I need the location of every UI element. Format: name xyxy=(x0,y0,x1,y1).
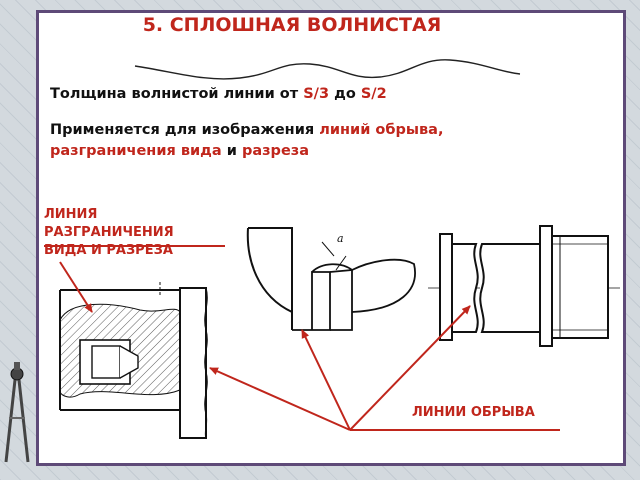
wavy-line-sample xyxy=(134,59,521,80)
compass-icon xyxy=(4,362,30,463)
usage-conj: и xyxy=(226,143,237,159)
right-part-drawing xyxy=(428,225,622,347)
thickness-prefix: Толщина волнистой линии от xyxy=(50,86,299,102)
thickness-middle: до xyxy=(334,86,356,102)
drawing-mark-a: a xyxy=(337,232,344,245)
boundary-label-line1: ЛИНИЯ xyxy=(44,207,98,222)
break-lines-label: ЛИНИИ ОБРЫВА xyxy=(412,405,535,420)
usage-text: Применяется для изображения линий обрыва… xyxy=(50,120,570,162)
usage-term-break: линий обрыва, xyxy=(319,122,444,138)
middle-part-drawing: a xyxy=(246,227,416,331)
usage-term-section: разреза xyxy=(241,143,309,159)
usage-term-view: разграничения вида xyxy=(50,143,222,159)
usage-prefix: Применяется для изображения xyxy=(50,122,315,138)
annotation-arrows xyxy=(44,245,560,431)
left-part-drawing xyxy=(59,282,208,439)
page-title: 5. СПЛОШНАЯ ВОЛНИСТАЯ xyxy=(142,14,442,36)
thickness-to: S/2 xyxy=(360,86,387,102)
thickness-text: Толщина волнистой линии от S/3 до S/2 xyxy=(50,86,387,102)
boundary-label-line2: РАЗГРАНИЧЕНИЯ xyxy=(44,225,174,240)
thickness-from: S/3 xyxy=(303,86,330,102)
